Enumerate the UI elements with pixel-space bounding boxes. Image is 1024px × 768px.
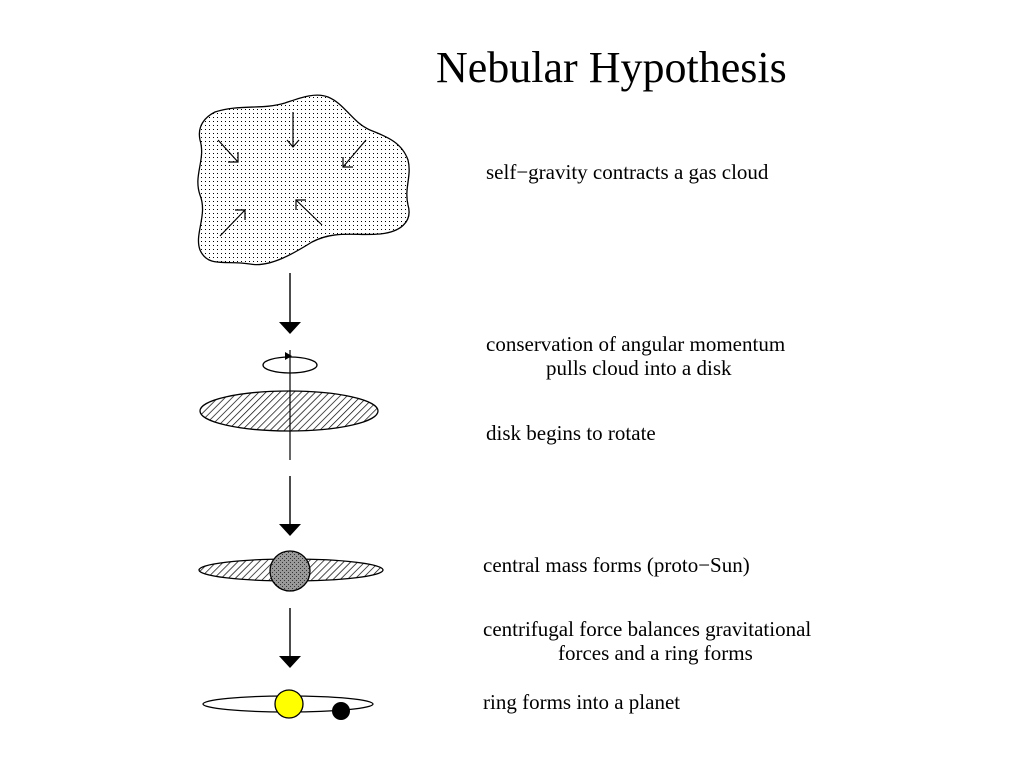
caption-text-2: pulls cloud into a disk — [546, 356, 732, 380]
down-arrow-1 — [279, 273, 301, 334]
caption-disk-rotate: disk begins to rotate — [486, 421, 656, 445]
gas-cloud — [197, 94, 410, 266]
sun — [274, 689, 304, 719]
caption-angular-momentum: conservation of angular momentum pulls c… — [486, 332, 785, 380]
proto-sun — [269, 550, 311, 592]
caption-text: ring forms into a planet — [483, 690, 681, 714]
caption-gas-cloud: self−gravity contracts a gas cloud — [486, 160, 768, 184]
page-title: Nebular Hypothesis — [436, 43, 787, 92]
caption-text-2: forces and a ring forms — [558, 641, 753, 665]
caption-ring-planet: ring forms into a planet — [483, 690, 680, 714]
caption-text: centrifugal force balances gravitational — [483, 617, 812, 641]
caption-text: conservation of angular momentum — [486, 332, 786, 356]
down-arrow-3 — [279, 608, 301, 668]
caption-text: self−gravity contracts a gas cloud — [486, 160, 769, 184]
proto-sun-disk — [198, 550, 384, 592]
rotating-disk — [199, 390, 379, 432]
down-arrow-2 — [279, 476, 301, 536]
caption-text: central mass forms (proto−Sun) — [483, 553, 750, 577]
caption-text: disk begins to rotate — [486, 421, 656, 445]
planet — [332, 702, 350, 720]
caption-centrifugal: centrifugal force balances gravitational… — [483, 617, 811, 665]
caption-central-mass: central mass forms (proto−Sun) — [483, 553, 750, 577]
planetary-ring — [202, 689, 374, 720]
